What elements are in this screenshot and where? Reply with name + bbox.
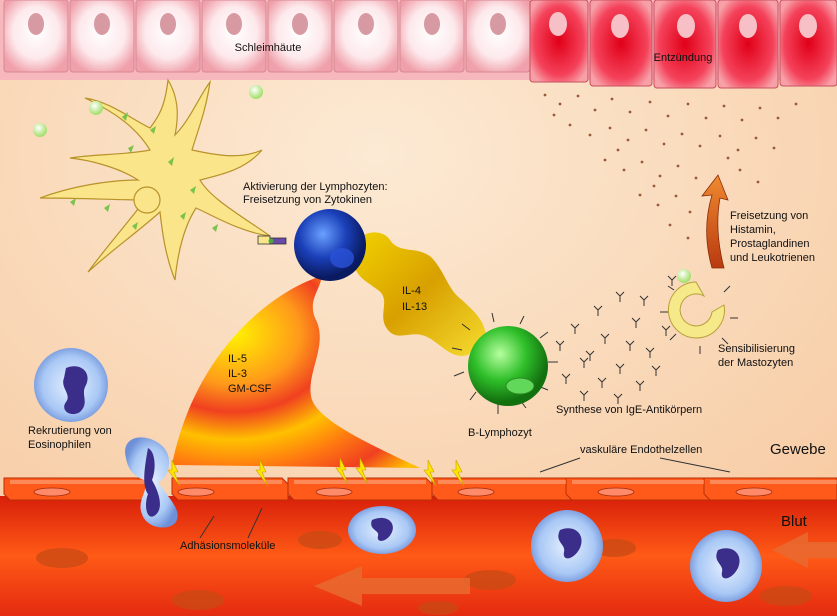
- label-sensitization-2: der Mastozyten: [718, 357, 793, 369]
- label-il13: IL-13: [402, 301, 427, 313]
- label-endothelial: vaskuläre Endothelzellen: [580, 444, 702, 456]
- label-ige-synthesis: Synthese von IgE-Antikörpern: [556, 404, 702, 416]
- label-blood: Blut: [781, 513, 808, 530]
- label-il3: IL-3: [228, 368, 247, 380]
- eosinophil-icon: [348, 506, 416, 554]
- antigen-presentation-icon: [257, 235, 287, 245]
- label-recruitment-1: Rekrutierung von: [28, 425, 112, 437]
- flow-arrow-icon: [314, 566, 470, 606]
- label-inflammation: Entzündung: [654, 52, 713, 64]
- cytokine-il5-cloud: [172, 276, 420, 468]
- label-release-4: und Leukotrienen: [730, 252, 815, 264]
- antigen-icon: [89, 101, 103, 115]
- dendritic-cell-icon: [39, 78, 271, 281]
- eosinophil-icon: [531, 510, 603, 582]
- eosinophil-icon: [125, 437, 178, 528]
- label-release-1: Freisetzung von: [730, 210, 808, 222]
- endothelium-layer: [3, 477, 837, 501]
- mast-cell-icon: [660, 269, 738, 354]
- antigen-icon: [33, 123, 47, 137]
- antigen-icon: [249, 85, 263, 99]
- label-b-lymphocyte: B-Lymphozyt: [468, 427, 532, 439]
- red-blood-cells: [36, 531, 812, 615]
- label-sensitization-1: Sensibilisierung: [718, 343, 795, 355]
- label-recruitment-2: Eosinophilen: [28, 439, 91, 451]
- label-mucosa: Schleimhäute: [235, 42, 302, 54]
- release-arrow-icon: [701, 174, 729, 269]
- label-il4: IL-4: [402, 285, 421, 297]
- b-lymphocyte-icon: [451, 312, 558, 414]
- eosinophil-icon: [690, 530, 762, 602]
- label-il5: IL-5: [228, 353, 247, 365]
- flow-arrow-icon: [772, 532, 837, 568]
- label-adhesion: Adhäsionsmoleküle: [180, 540, 275, 552]
- label-gmcsf: GM-CSF: [228, 383, 272, 395]
- cytokine-il4-wave: [351, 232, 486, 356]
- label-lymph-activation-1: Aktivierung der Lymphozyten:: [243, 181, 388, 193]
- eosinophil-icon: [34, 348, 108, 422]
- mediator-dots: [543, 93, 798, 240]
- t-lymphocyte-icon: [294, 209, 366, 281]
- endothelial-pointer: [539, 457, 731, 473]
- label-release-3: Prostaglandinen: [730, 238, 810, 250]
- label-release-2: Histamin,: [730, 224, 776, 236]
- label-tissue: Gewebe: [770, 441, 826, 458]
- mucosa-layer: [0, 0, 837, 89]
- adhesion-pointer: [199, 507, 263, 539]
- label-lymph-activation-2: Freisetzung von Zytokinen: [243, 194, 372, 206]
- activation-bolt-icon: [167, 457, 465, 487]
